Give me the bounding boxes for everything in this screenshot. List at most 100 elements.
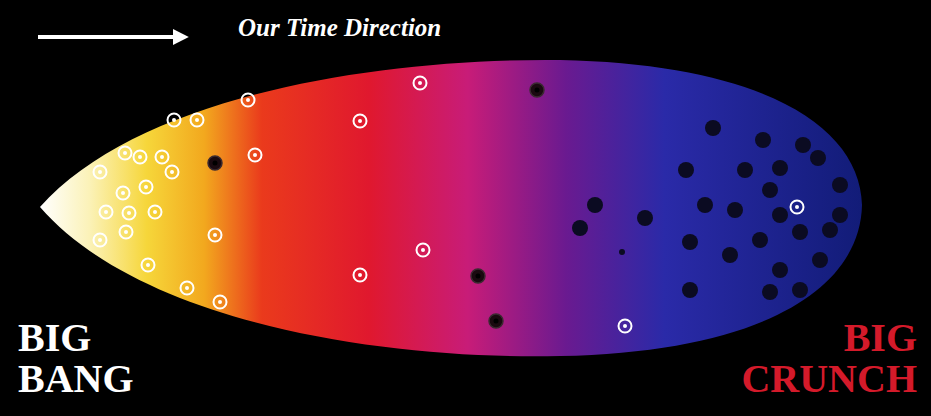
- black-hole-dot: [737, 162, 753, 178]
- black-hole-dot: [792, 282, 808, 298]
- star-ring: [149, 206, 162, 219]
- black-hole-core: [535, 88, 540, 93]
- star-ring: [791, 201, 804, 214]
- black-hole-dot: [637, 210, 653, 226]
- star-outline: [120, 226, 133, 239]
- star-ring: [168, 114, 181, 127]
- star-ring: [123, 207, 136, 220]
- star-outline: [94, 234, 107, 247]
- star-outline: [414, 77, 427, 90]
- star-core: [358, 119, 362, 123]
- star-ring: [209, 229, 222, 242]
- black-hole-dot: [772, 262, 788, 278]
- big-crunch-label: BIG CRUNCH: [717, 318, 917, 400]
- star-ring: [166, 166, 179, 179]
- star-outline: [168, 114, 181, 127]
- star-ring: [214, 296, 227, 309]
- black-hole-dot: [619, 249, 625, 255]
- star-outline: [94, 166, 107, 179]
- black-hole-dot: [832, 207, 848, 223]
- star-outline: [417, 244, 430, 257]
- star-ring: [619, 320, 632, 333]
- star-ring: [414, 77, 427, 90]
- star-core: [153, 210, 157, 214]
- star-outline: [791, 201, 804, 214]
- black-hole-dot: [832, 177, 848, 193]
- star-core: [138, 155, 142, 159]
- star-ring: [120, 226, 133, 239]
- black-hole-ringed: [471, 269, 485, 283]
- big-bang-label: BIG BANG: [18, 318, 178, 400]
- star-ring: [94, 234, 107, 247]
- time-arrow: [38, 35, 176, 39]
- black-hole-dot: [722, 247, 738, 263]
- black-hole-dot: [752, 232, 768, 248]
- star-ring: [156, 151, 169, 164]
- star-ring: [242, 94, 255, 107]
- star-ring: [354, 269, 367, 282]
- star-outline: [140, 181, 153, 194]
- black-hole-ringed: [208, 156, 222, 170]
- dot-layer: [94, 77, 849, 333]
- star-core: [213, 233, 217, 237]
- black-hole-ring: [208, 156, 222, 170]
- star-ring: [417, 244, 430, 257]
- black-hole-dot: [762, 182, 778, 198]
- black-hole-dot: [755, 132, 771, 148]
- star-outline: [149, 206, 162, 219]
- star-outline: [249, 149, 262, 162]
- star-outline: [619, 320, 632, 333]
- black-hole-dot: [697, 197, 713, 213]
- star-outline: [123, 207, 136, 220]
- star-ring: [94, 166, 107, 179]
- star-outline: [117, 187, 130, 200]
- star-outline: [134, 151, 147, 164]
- black-hole-ringed: [530, 83, 544, 97]
- black-hole-core: [494, 319, 499, 324]
- black-hole-dot: [795, 137, 811, 153]
- star-ring: [191, 114, 204, 127]
- black-hole-core: [476, 274, 481, 279]
- star-outline: [142, 259, 155, 272]
- star-core: [421, 248, 425, 252]
- star-outline: [242, 94, 255, 107]
- star-core: [104, 210, 108, 214]
- star-ring: [142, 259, 155, 272]
- black-hole-ring: [471, 269, 485, 283]
- star-outline: [181, 282, 194, 295]
- star-outline: [119, 147, 132, 160]
- black-hole-dot: [572, 220, 588, 236]
- star-core: [123, 151, 127, 155]
- black-hole-dot: [772, 207, 788, 223]
- black-hole-dot: [792, 224, 808, 240]
- star-core: [172, 118, 176, 122]
- star-core: [124, 230, 128, 234]
- star-core: [144, 185, 148, 189]
- universe-lens: [40, 60, 862, 356]
- star-outline: [156, 151, 169, 164]
- black-hole-dot: [810, 150, 826, 166]
- star-core: [253, 153, 257, 157]
- star-outline: [191, 114, 204, 127]
- star-core: [623, 324, 627, 328]
- black-hole-ringed: [489, 314, 503, 328]
- star-outline: [214, 296, 227, 309]
- black-hole-ring: [489, 314, 503, 328]
- black-hole-dot: [587, 197, 603, 213]
- star-core: [98, 238, 102, 242]
- star-core: [121, 191, 125, 195]
- black-hole-dot: [812, 252, 828, 268]
- star-core: [127, 211, 131, 215]
- star-core: [146, 263, 150, 267]
- star-ring: [119, 147, 132, 160]
- star-core: [795, 205, 799, 209]
- star-core: [160, 155, 164, 159]
- time-direction-label: Our Time Direction: [238, 14, 441, 42]
- star-outline: [100, 206, 113, 219]
- star-outline: [354, 115, 367, 128]
- star-outline: [354, 269, 367, 282]
- star-ring: [354, 115, 367, 128]
- star-core: [418, 81, 422, 85]
- black-hole-dot: [762, 284, 778, 300]
